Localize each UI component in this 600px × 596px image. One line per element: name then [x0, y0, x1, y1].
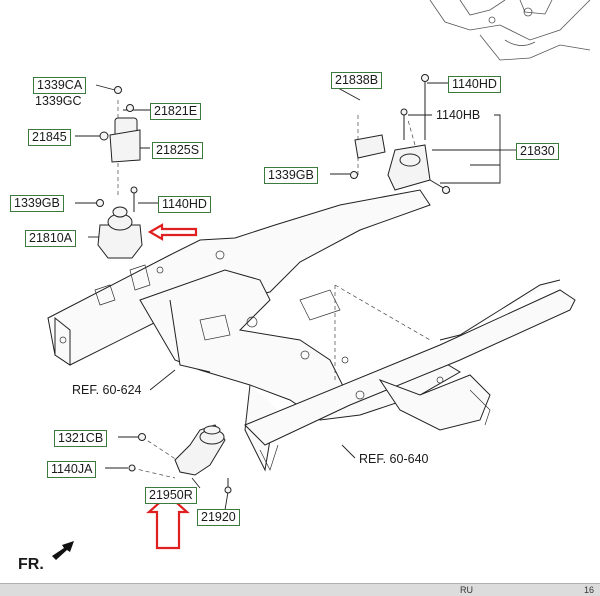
language-indicator[interactable]: RU	[460, 585, 473, 595]
lower-mount-parts	[128, 424, 232, 494]
red-arrow-left-icon	[147, 223, 198, 241]
part-label: 1140JA	[47, 461, 97, 478]
part-label: 21838B	[331, 72, 383, 89]
nut-1339gb-right	[350, 171, 358, 179]
part-label: 1339GB	[10, 195, 64, 212]
upper-right-mount-parts	[350, 74, 451, 194]
part-label: 1321CB	[54, 430, 108, 447]
subframe-details	[59, 250, 491, 471]
part-label: 21821E	[150, 103, 202, 120]
part-label: 21845	[28, 129, 71, 146]
bolt-1140hb	[400, 108, 408, 116]
part-label: 21950R	[145, 487, 197, 504]
front-direction-label: FR.	[18, 556, 44, 573]
part-label: 21825S	[152, 142, 204, 159]
nut-1321cb	[138, 433, 146, 441]
part-label: 1339CA	[33, 77, 87, 94]
mount-21830	[387, 144, 431, 191]
engine-block-outline	[429, 0, 591, 61]
part-label: 21920	[197, 509, 240, 526]
front-direction-arrow-icon	[52, 541, 74, 560]
mount-21810a	[97, 224, 143, 259]
reference-label: REF. 60-640	[359, 452, 429, 466]
reference-label: REF. 60-624	[72, 383, 142, 397]
bracket-21838b	[354, 134, 386, 159]
subframe-crossmember	[47, 189, 576, 472]
part-label: 1339GB	[264, 167, 318, 184]
part-label: 1140HD	[448, 76, 501, 93]
part-label: 1339GC	[35, 94, 82, 108]
part-label: 1140HB	[436, 108, 481, 122]
nut-21845	[99, 131, 109, 141]
bolt-21920	[224, 486, 232, 494]
bolt-1140hd-right	[421, 74, 429, 82]
bolt-1339gb-left	[96, 199, 104, 207]
bolt-21821e	[126, 104, 134, 112]
bolt-1140ja	[128, 464, 136, 472]
bolt-1339ca	[114, 86, 122, 94]
part-label: 21810A	[25, 230, 77, 247]
clock-text: 16	[584, 585, 595, 595]
leader-lines	[75, 82, 516, 511]
upper-left-mount-parts	[96, 86, 143, 259]
dashed-leader-lines	[117, 100, 431, 490]
taskbar: RU 16	[0, 583, 600, 596]
part-label: 1140HD	[158, 196, 211, 213]
part-label: 21830	[516, 143, 559, 160]
